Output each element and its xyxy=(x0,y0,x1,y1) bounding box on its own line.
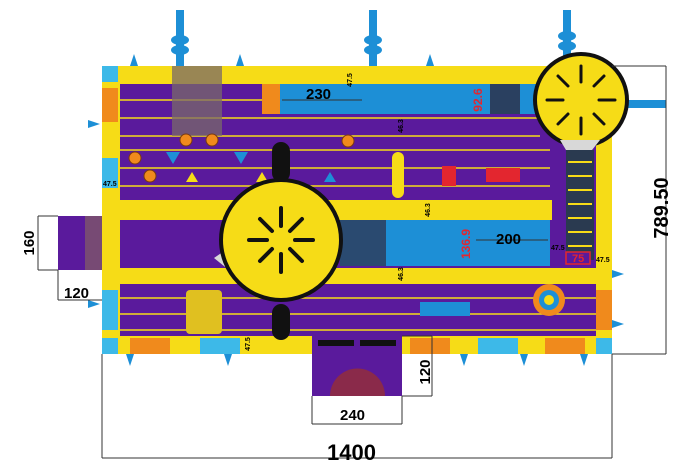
edge-blocks xyxy=(102,66,612,354)
blower-tube-right xyxy=(558,10,576,60)
obstacle-triangles xyxy=(166,152,336,182)
dim-small-bottom: 47.5 xyxy=(245,337,252,351)
dim-small-left: 47.5 xyxy=(103,181,117,188)
dim-side-height: 160 xyxy=(21,230,38,255)
gear-obstacle xyxy=(533,284,565,316)
pillar-obstacle xyxy=(392,152,404,198)
dim-inner-2: 46.3 xyxy=(425,203,432,217)
ladder-rungs xyxy=(568,161,592,247)
orange-block xyxy=(262,84,280,114)
yellow-block xyxy=(186,290,222,334)
dim-inner-3: 46.3 xyxy=(398,267,405,281)
dim-total-width: 1400 xyxy=(327,440,376,465)
middle-channel-net xyxy=(340,220,386,266)
dim-total-height: 789.50 xyxy=(651,177,673,238)
dim-small-top: 47.5 xyxy=(347,73,354,87)
spinner-center xyxy=(214,142,343,340)
blower-tube-side xyxy=(628,100,666,108)
dim-bottom-height: 120 xyxy=(417,359,434,384)
red-box xyxy=(565,251,591,265)
spinner-top-right xyxy=(533,52,629,150)
dim-top-channel: 230 xyxy=(306,86,331,103)
top-channel-net xyxy=(490,84,520,114)
dim-middle-channel: 200 xyxy=(496,231,521,248)
red-label-right: 75 xyxy=(572,253,584,265)
climb-net-top xyxy=(172,66,222,136)
obstacle-circles xyxy=(128,133,355,183)
dim-inner-1: 46.3 xyxy=(398,119,405,133)
dimension-lines xyxy=(37,65,667,459)
bottom-extension xyxy=(312,336,402,396)
red-label-top: 92.6 xyxy=(471,88,485,112)
dim-small-right-1: 47.5 xyxy=(551,245,565,252)
dim-small-right-2: 47.5 xyxy=(596,257,610,264)
blue-obstacle xyxy=(420,302,470,316)
dim-side-width: 120 xyxy=(64,285,89,302)
dim-bottom-width: 240 xyxy=(340,407,365,424)
blower-tube-left xyxy=(171,10,189,68)
red-label-middle: 136.9 xyxy=(459,229,473,259)
edge-spikes xyxy=(88,54,624,366)
blower-tube-middle xyxy=(364,10,382,68)
red-obstacle-2 xyxy=(486,168,520,182)
red-obstacle xyxy=(442,166,456,186)
